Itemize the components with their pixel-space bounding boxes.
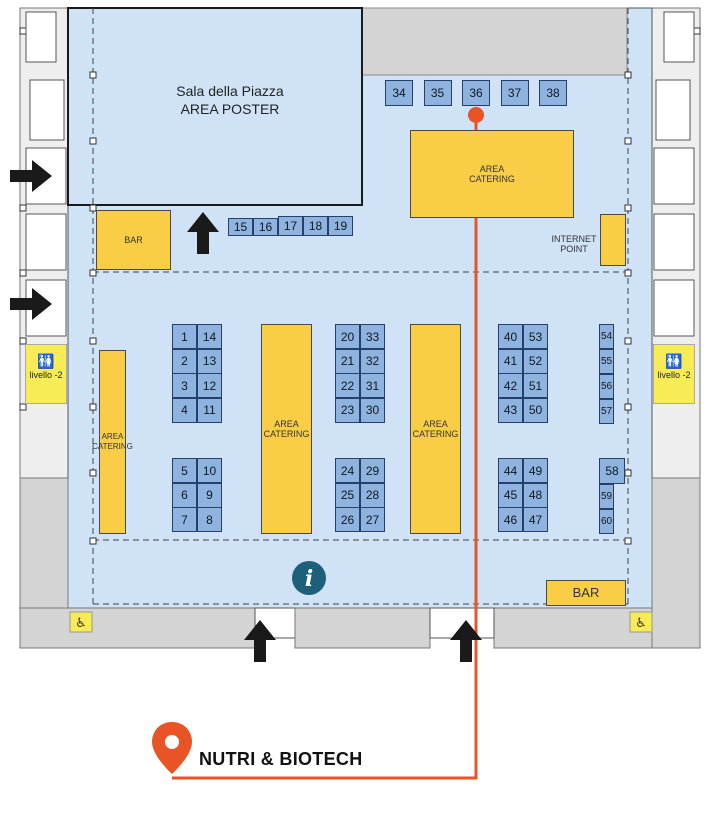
- booth-58[interactable]: 58: [599, 458, 625, 484]
- booth-15[interactable]: 15: [228, 218, 253, 236]
- booth-35[interactable]: 35: [423, 80, 452, 106]
- booth-5[interactable]: 5: [172, 458, 197, 483]
- booth-10[interactable]: 10: [197, 458, 222, 483]
- internet-point-box[interactable]: [600, 214, 626, 266]
- booth-11[interactable]: 11: [197, 397, 222, 423]
- booth-45[interactable]: 45: [498, 482, 523, 508]
- accessibility-icon: [629, 611, 653, 633]
- booth-42[interactable]: 42: [498, 373, 523, 398]
- booth-4[interactable]: 4: [172, 397, 197, 423]
- booth-6[interactable]: 6: [172, 482, 197, 508]
- booth-56[interactable]: 56: [599, 374, 614, 399]
- booth-17[interactable]: 17: [278, 216, 303, 236]
- booth-48[interactable]: 48: [523, 482, 548, 508]
- info-icon[interactable]: [292, 561, 326, 595]
- booth-49[interactable]: 49: [523, 458, 548, 483]
- booth-24[interactable]: 24: [335, 458, 360, 483]
- booth-30[interactable]: 30: [360, 397, 385, 423]
- booth-36[interactable]: 36: [462, 80, 490, 106]
- booth-28[interactable]: 28: [360, 482, 385, 508]
- booth-50[interactable]: 50: [523, 397, 548, 423]
- booth-57[interactable]: 57: [599, 399, 614, 424]
- booth-47[interactable]: 47: [523, 507, 548, 532]
- restroom-icon: 🚻: [37, 353, 55, 369]
- booth-2[interactable]: 2: [172, 348, 197, 374]
- booth-53[interactable]: 53: [523, 324, 548, 349]
- booth-55[interactable]: 55: [599, 349, 614, 374]
- booth-9[interactable]: 9: [197, 482, 222, 508]
- wc-left: 🚻 livello -2: [25, 344, 67, 404]
- booth-40[interactable]: 40: [498, 324, 523, 349]
- poster-hall: [67, 7, 363, 206]
- booth-14[interactable]: 14: [197, 324, 222, 349]
- legend-label: NUTRI & BIOTECH: [199, 749, 363, 769]
- booth-3[interactable]: 3: [172, 373, 197, 398]
- booth-13[interactable]: 13: [197, 348, 222, 374]
- booth-1[interactable]: 1: [172, 324, 197, 349]
- booth-25[interactable]: 25: [335, 482, 360, 508]
- svg-text:i: i: [305, 566, 313, 592]
- booth-20[interactable]: 20: [335, 324, 360, 349]
- wc-right: 🚻 livello -2: [653, 344, 695, 404]
- booth-27[interactable]: 27: [360, 507, 385, 532]
- restroom-icon: 🚻: [665, 353, 683, 369]
- booth-7[interactable]: 7: [172, 507, 197, 532]
- booth-18[interactable]: 18: [303, 216, 328, 236]
- booth-8[interactable]: 8: [197, 507, 222, 532]
- hall-title-line2: AREA POSTER: [180, 101, 280, 117]
- booth-21[interactable]: 21: [335, 348, 360, 374]
- booth-52[interactable]: 52: [523, 348, 548, 374]
- booth-54[interactable]: 54: [599, 324, 614, 349]
- booth-34[interactable]: 34: [385, 80, 413, 106]
- booth-33[interactable]: 33: [360, 324, 385, 349]
- booth-32[interactable]: 32: [360, 348, 385, 374]
- bar-left[interactable]: BAR: [96, 210, 171, 270]
- booth-22[interactable]: 22: [335, 373, 360, 398]
- map-pin-icon: [152, 722, 192, 774]
- service-area: [361, 7, 628, 76]
- booth-51[interactable]: 51: [523, 373, 548, 398]
- booth-60[interactable]: 60: [599, 509, 614, 534]
- poster-hall-title: Sala della Piazza AREA POSTER: [140, 82, 320, 118]
- svg-text:♿: ♿: [75, 616, 87, 631]
- booth-43[interactable]: 43: [498, 397, 523, 423]
- booth-31[interactable]: 31: [360, 373, 385, 398]
- booth-44[interactable]: 44: [498, 458, 523, 483]
- booth-46[interactable]: 46: [498, 507, 523, 532]
- booth-16[interactable]: 16: [253, 218, 278, 236]
- entrance-arrow-icon: [10, 160, 482, 662]
- booth-37[interactable]: 37: [500, 80, 529, 106]
- svg-text:♿: ♿: [635, 616, 647, 631]
- booth-19[interactable]: 19: [328, 216, 353, 236]
- booth-29[interactable]: 29: [360, 458, 385, 483]
- booth-59[interactable]: 59: [599, 484, 614, 509]
- booth-41[interactable]: 41: [498, 348, 523, 374]
- bar-bottom[interactable]: BAR: [546, 580, 626, 606]
- booth-12[interactable]: 12: [197, 373, 222, 398]
- booth-26[interactable]: 26: [335, 507, 360, 532]
- route-line: [172, 115, 478, 780]
- booth-23[interactable]: 23: [335, 397, 360, 423]
- booth-38[interactable]: 38: [539, 80, 567, 106]
- route-start-dot: [468, 107, 484, 123]
- accessibility-icon: [69, 611, 93, 633]
- hall-title-line1: Sala della Piazza: [176, 83, 284, 99]
